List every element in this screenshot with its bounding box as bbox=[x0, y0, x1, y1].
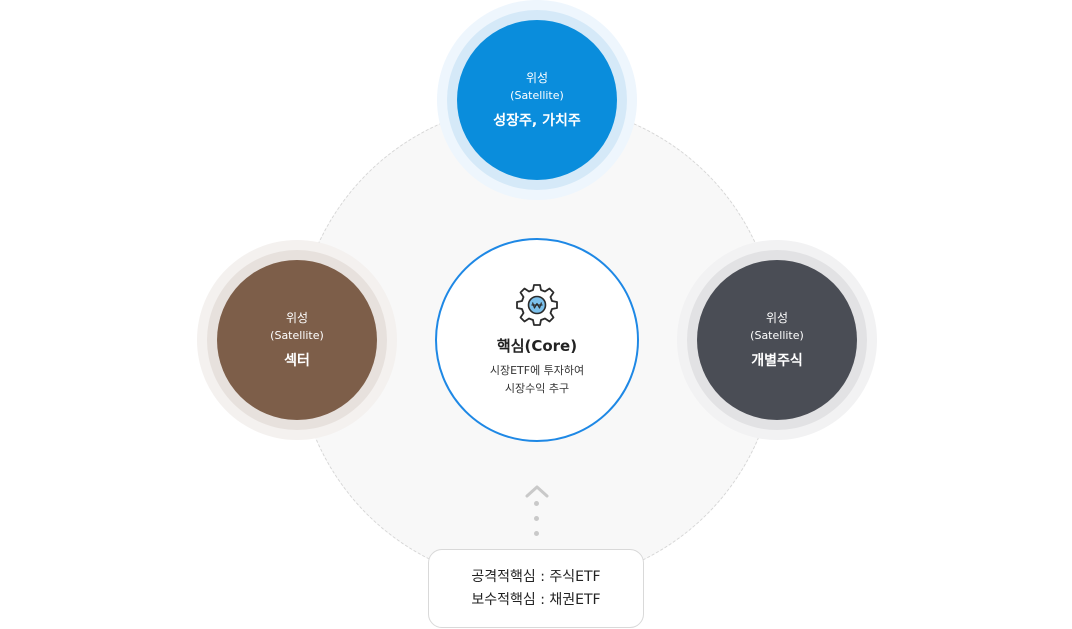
top-satellite-name: 성장주, 가치주 bbox=[493, 113, 581, 129]
connector-dot bbox=[534, 516, 539, 521]
connector-dot bbox=[534, 531, 539, 536]
right-satellite-name: 개별주식 bbox=[751, 353, 803, 369]
core-desc-line-1: 시장ETF에 투자하여 bbox=[489, 363, 585, 377]
legend-line-conservative: 보수적핵심 : 채권ETF bbox=[471, 591, 601, 608]
legend-line-aggressive: 공격적핵심 : 주식ETF bbox=[471, 568, 601, 585]
right-satellite-sub: (Satellite) bbox=[750, 329, 804, 342]
right-satellite-kind: 위성 bbox=[765, 311, 789, 325]
core-description: 시장ETF에 투자하여 시장수익 추구 bbox=[490, 362, 584, 398]
top-satellite-kind: 위성 bbox=[525, 71, 549, 85]
left-satellite-sub: (Satellite) bbox=[270, 329, 324, 342]
left-satellite-name: 섹터 bbox=[284, 353, 310, 369]
gear-won-icon bbox=[516, 283, 558, 326]
core-node: 핵심(Core) 시장ETF에 투자하여 시장수익 추구 bbox=[435, 238, 639, 442]
core-desc-line-2: 시장수익 추구 bbox=[504, 381, 570, 395]
top-satellite-node: 위성 (Satellite) 성장주, 가치주 bbox=[457, 20, 617, 180]
core-title: 핵심(Core) bbox=[496, 336, 578, 355]
top-satellite-sub: (Satellite) bbox=[510, 89, 564, 102]
chevron-up-icon bbox=[525, 485, 549, 498]
connector-dot bbox=[534, 501, 539, 506]
left-satellite-node: 위성 (Satellite) 섹터 bbox=[217, 260, 377, 420]
right-satellite-node: 위성 (Satellite) 개별주식 bbox=[697, 260, 857, 420]
left-satellite-kind: 위성 bbox=[285, 311, 309, 325]
core-type-legend: 공격적핵심 : 주식ETF 보수적핵심 : 채권ETF bbox=[428, 549, 644, 628]
